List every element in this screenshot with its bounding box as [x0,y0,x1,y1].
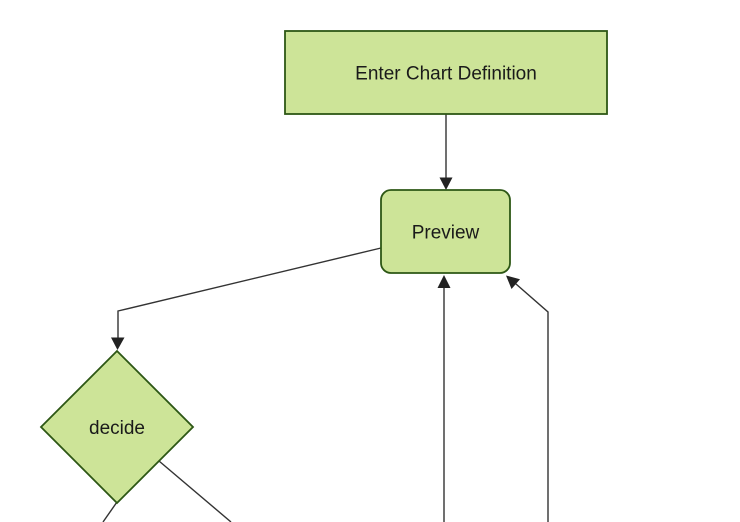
edge-bottom-to-preview-elbow-line [511,279,549,522]
arrowhead-into-decide-top [111,337,125,350]
enter-chart-definition-label: Enter Chart Definition [355,64,537,85]
edge-decide-to-bottom-right [158,460,232,522]
decide-diamond [39,349,195,505]
edge-preview-to-decide [111,247,382,350]
edge-bottom-to-preview-elbow [506,275,549,522]
arrowhead-into-preview-corner [506,275,520,289]
arrowhead-into-preview-bottom [437,275,451,288]
edge-preview-to-decide-line [117,247,382,338]
preview-label: Preview [412,223,480,244]
node-preview: Preview [380,189,511,274]
preview-box [380,189,511,274]
node-decide: decide [39,349,195,505]
arrowhead-into-preview-top [439,177,453,190]
node-enter-chart-definition: Enter Chart Definition [284,30,608,115]
edge-enter-to-preview [439,114,453,190]
edge-decide-to-bottom-left [102,501,118,522]
enter-chart-definition-box [284,30,608,115]
edge-bottom-to-preview-vertical [437,275,451,522]
decide-label: decide [89,418,145,439]
